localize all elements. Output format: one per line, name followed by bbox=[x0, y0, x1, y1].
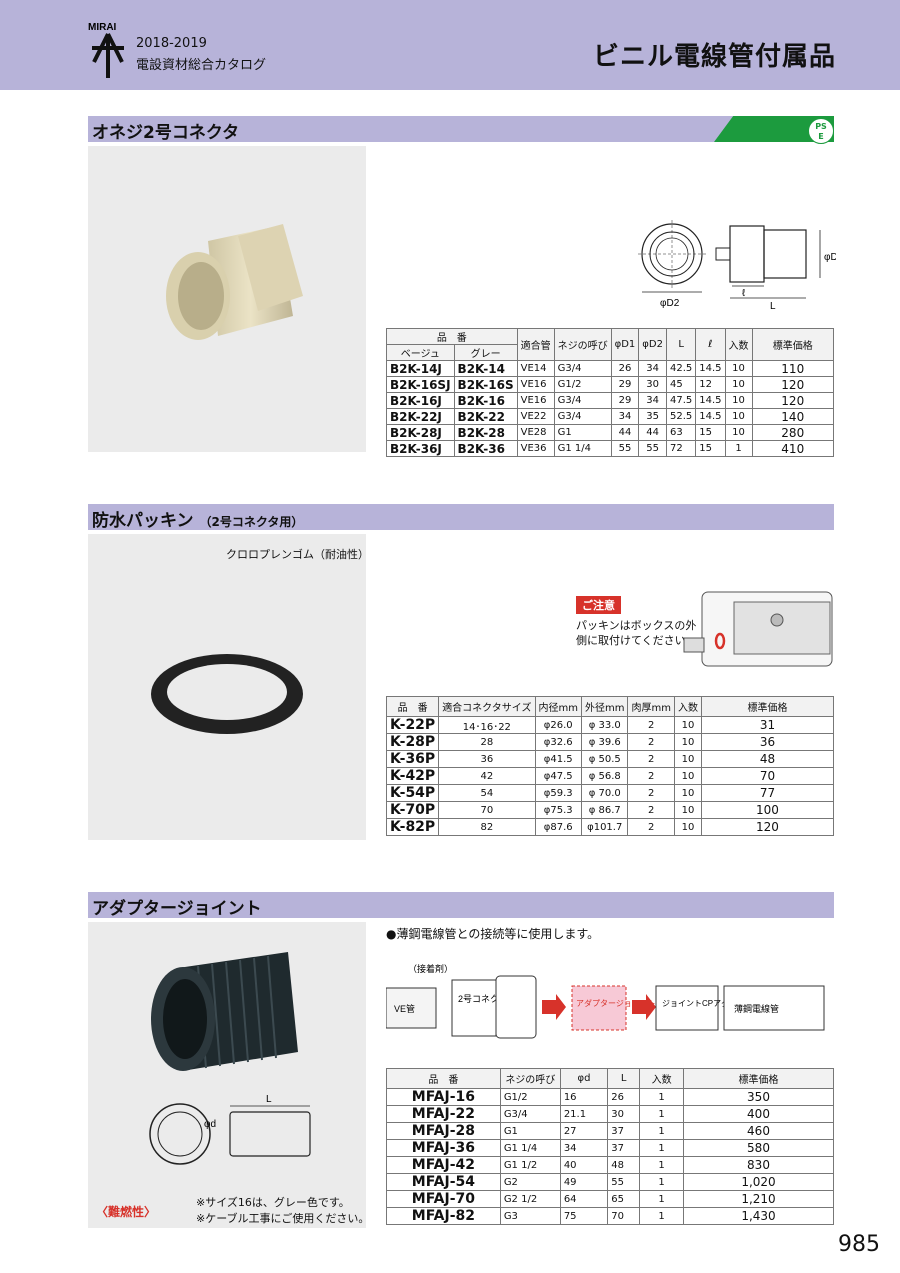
svg-text:φd: φd bbox=[204, 1119, 216, 1130]
section-title: 防水パッキン bbox=[92, 511, 194, 531]
connector-dimension-drawing: φD2 ℓ L φD1 bbox=[638, 220, 836, 312]
section-subtitle: （2号コネクタ用） bbox=[199, 515, 304, 529]
flame-retardant-label: 〈難燃性〉 bbox=[96, 1205, 157, 1219]
svg-text:ℓ: ℓ bbox=[742, 288, 746, 299]
svg-text:VE管: VE管 bbox=[394, 1003, 415, 1014]
svg-text:L: L bbox=[770, 301, 776, 312]
svg-text:ジョイントCPアダプター: ジョイントCPアダプター bbox=[662, 998, 753, 1008]
mirai-logo: MIRAI bbox=[88, 22, 124, 78]
catalog-year: 2018-2019 bbox=[136, 36, 207, 51]
section-header-connector: オネジ2号コネクタ bbox=[88, 116, 834, 143]
caution-label: ご注意 bbox=[576, 596, 621, 614]
caution-text: パッキンはボックスの外側に取付けてください。 bbox=[576, 619, 697, 647]
material-label: クロロプレンゴム（耐油性） bbox=[226, 548, 369, 561]
page-number: 985 bbox=[838, 1232, 880, 1257]
box-mounting-illustration bbox=[683, 591, 833, 667]
section-title: オネジ2号コネクタ bbox=[92, 123, 240, 143]
connector-spec-table: 品 番 適合管 ネジの呼び φD1 φD2 L ℓ 入数 標準価格 ベージュグレ… bbox=[386, 328, 834, 457]
packing-photo bbox=[88, 534, 366, 840]
page-title: ビニル電線管付属品 bbox=[592, 42, 836, 72]
svg-text:薄鋼電線管: 薄鋼電線管 bbox=[734, 1003, 779, 1014]
svg-text:（接着剤）: （接着剤） bbox=[408, 963, 453, 974]
connector-photo bbox=[88, 146, 366, 452]
section-header-adapter: アダプタージョイント bbox=[88, 892, 834, 919]
svg-text:2号コネクタ: 2号コネクタ bbox=[458, 994, 508, 1004]
section-header-packing: 防水パッキン （2号コネクタ用） bbox=[88, 504, 834, 531]
footnote-cable: ※ケーブル工事にご使用ください。 bbox=[196, 1212, 370, 1225]
caution-note: ご注意 パッキンはボックスの外側に取付けてください。 bbox=[576, 594, 706, 648]
svg-text:アダプタージョイント: アダプタージョイント bbox=[576, 998, 656, 1008]
svg-text:L: L bbox=[266, 1094, 272, 1105]
packing-spec-table: 品 番 適合コネクタサイズ 内径mm 外径mm 肉厚mm 入数 標準価格 K-2… bbox=[385, 696, 835, 836]
section-title: アダプタージョイント bbox=[92, 899, 262, 919]
svg-text:φD1: φD1 bbox=[824, 252, 836, 263]
svg-text:MIRAI: MIRAI bbox=[88, 22, 117, 33]
footnote-size16: ※サイズ16は、グレー色です。 bbox=[196, 1196, 350, 1209]
connection-diagram: （接着剤） VE管 2号コネクタ アダプタージョイント ジョイントCPアダプター… bbox=[386, 963, 825, 1039]
usage-text: ●薄鋼電線管との接続等に使用します。 bbox=[386, 927, 600, 941]
svg-text:φD2: φD2 bbox=[660, 298, 680, 309]
adapter-photo: φd L bbox=[88, 922, 366, 1228]
catalog-header: MIRAI 2018-2019 電設資材総合カタログ ビニル電線管付属品 bbox=[0, 0, 900, 90]
catalog-name: 電設資材総合カタログ bbox=[136, 58, 267, 73]
